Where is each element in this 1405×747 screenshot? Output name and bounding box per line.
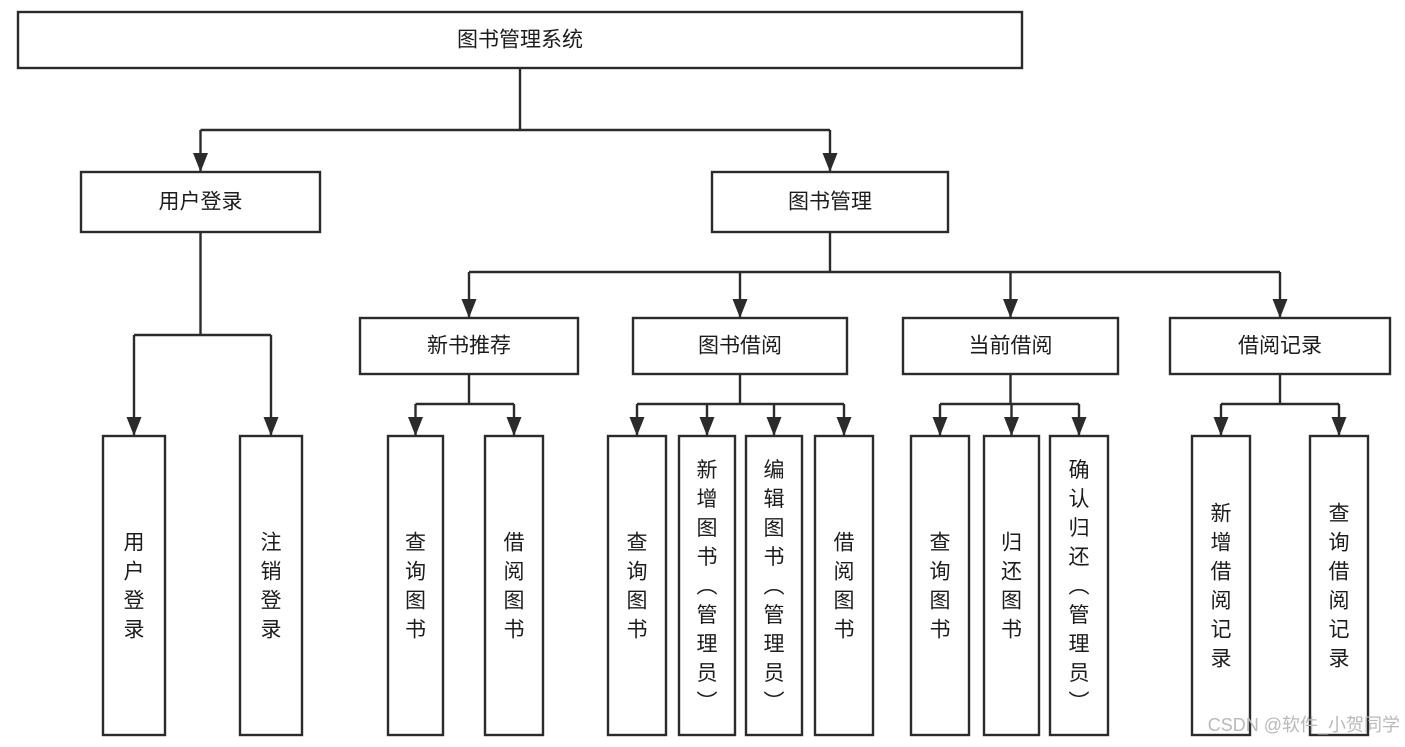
arrow-head-icon: [1272, 299, 1288, 318]
connector-group-l3_2: [932, 374, 1087, 436]
arrow-head-icon: [932, 417, 948, 436]
arrow-head-icon: [193, 153, 208, 172]
node-box-l3_2[interactable]: [901, 316, 1120, 376]
node-leaf_10[interactable]: 确认归还︵管理员︶: [1048, 434, 1110, 737]
connector-group-l2_0: [126, 232, 279, 436]
node-leaf_7[interactable]: 借阅图书: [813, 434, 875, 737]
node-leaf_9[interactable]: 归还图书: [982, 434, 1041, 737]
node-l2_1[interactable]: 图书管理: [710, 170, 950, 234]
node-label-leaf_4: 查询图书: [627, 532, 648, 642]
node-box-leaf_8[interactable]: [909, 434, 971, 737]
node-leaf_12[interactable]: 查询借阅记录: [1308, 434, 1370, 737]
node-box-leaf_11[interactable]: [1190, 434, 1252, 737]
node-label-leaf_11: 新增借阅记录: [1211, 503, 1232, 671]
csdn-watermark: CSDN @软件_小贺同学: [1208, 715, 1400, 736]
node-box-leaf_9[interactable]: [982, 434, 1041, 737]
arrow-head-icon: [408, 417, 423, 436]
node-label-l2_0: 用户登录: [159, 191, 243, 214]
arrow-head-icon: [699, 417, 715, 436]
node-label-leaf_7: 借阅图书: [834, 532, 855, 642]
arrow-head-icon: [1071, 417, 1087, 436]
node-leaf_2[interactable]: 查询图书: [386, 434, 445, 737]
node-label-leaf_8: 查询图书: [930, 532, 951, 642]
node-box-l3_3[interactable]: [1168, 316, 1392, 376]
arrow-head-icon: [461, 299, 477, 318]
node-label-leaf_12: 查询借阅记录: [1329, 503, 1350, 671]
node-box-leaf_6[interactable]: [744, 434, 804, 737]
connector-group-l2_1: [461, 232, 1288, 318]
node-l3_1[interactable]: 图书借阅: [631, 316, 849, 376]
arrow-head-icon: [263, 417, 279, 436]
arrow-head-icon: [506, 417, 522, 436]
node-label-root: 图书管理系统: [457, 29, 583, 52]
node-l3_0[interactable]: 新书推荐: [358, 316, 580, 376]
arrow-head-icon: [822, 153, 838, 172]
arrow-head-icon: [1003, 299, 1018, 318]
arrow-head-icon: [732, 299, 748, 318]
node-label-leaf_10: 确认归还︵管理员︶: [1069, 459, 1090, 714]
node-box-leaf_2[interactable]: [386, 434, 445, 737]
arrow-head-icon: [766, 417, 782, 436]
node-label-l3_1: 图书借阅: [698, 335, 782, 358]
node-box-leaf_0[interactable]: [101, 434, 167, 737]
node-box-leaf_3[interactable]: [483, 434, 545, 737]
arrow-head-icon: [1004, 417, 1019, 436]
node-leaf_6[interactable]: 编辑图书︵管理员︶: [744, 434, 804, 737]
node-root[interactable]: 图书管理系统: [16, 10, 1024, 70]
node-l3_2[interactable]: 当前借阅: [901, 316, 1120, 376]
node-label-leaf_5: 新增图书︵管理员︶: [697, 459, 718, 714]
node-label-leaf_9: 归还图书: [1001, 532, 1022, 642]
node-leaf_8[interactable]: 查询图书: [909, 434, 971, 737]
arrow-head-icon: [126, 417, 142, 436]
connector-layer: [126, 68, 1347, 436]
node-box-l3_1[interactable]: [631, 316, 849, 376]
arrow-head-icon: [629, 417, 645, 436]
node-leaf_0[interactable]: 用户登录: [101, 434, 167, 737]
node-box-leaf_5[interactable]: [677, 434, 737, 737]
node-label-leaf_6: 编辑图书︵管理员︶: [764, 459, 785, 714]
node-label-l3_2: 当前借阅: [969, 335, 1053, 358]
connector-group-root: [193, 68, 838, 172]
node-box-l2_1[interactable]: [710, 170, 950, 234]
arrow-head-icon: [1331, 417, 1347, 436]
node-leaf_11[interactable]: 新增借阅记录: [1190, 434, 1252, 737]
node-label-leaf_3: 借阅图书: [504, 532, 525, 642]
connector-group-l3_1: [629, 374, 852, 436]
node-l3_3[interactable]: 借阅记录: [1168, 316, 1392, 376]
node-label-leaf_2: 查询图书: [405, 532, 426, 642]
arrow-head-icon: [1213, 417, 1229, 436]
node-label-l2_1: 图书管理: [788, 191, 872, 214]
node-layer: 图书管理系统用户登录图书管理新书推荐图书借阅当前借阅借阅记录用户登录注销登录查询…: [16, 10, 1392, 737]
node-leaf_1[interactable]: 注销登录: [238, 434, 304, 737]
node-label-leaf_1: 注销登录: [261, 532, 282, 642]
node-box-leaf_10[interactable]: [1048, 434, 1110, 737]
node-leaf_3[interactable]: 借阅图书: [483, 434, 545, 737]
connector-group-l3_0: [408, 374, 522, 436]
arrow-head-icon: [836, 417, 852, 436]
node-leaf_4[interactable]: 查询图书: [606, 434, 668, 737]
node-label-l3_3: 借阅记录: [1238, 335, 1322, 358]
node-box-leaf_7[interactable]: [813, 434, 875, 737]
node-box-leaf_12[interactable]: [1308, 434, 1370, 737]
node-box-l2_0[interactable]: [79, 170, 322, 234]
node-label-leaf_0: 用户登录: [124, 532, 145, 642]
node-leaf_5[interactable]: 新增图书︵管理员︶: [677, 434, 737, 737]
node-box-leaf_1[interactable]: [238, 434, 304, 737]
node-box-leaf_4[interactable]: [606, 434, 668, 737]
node-box-root[interactable]: [16, 10, 1024, 70]
connector-group-l3_3: [1213, 374, 1347, 436]
node-l2_0[interactable]: 用户登录: [79, 170, 322, 234]
node-label-l3_0: 新书推荐: [427, 335, 511, 358]
node-box-l3_0[interactable]: [358, 316, 580, 376]
